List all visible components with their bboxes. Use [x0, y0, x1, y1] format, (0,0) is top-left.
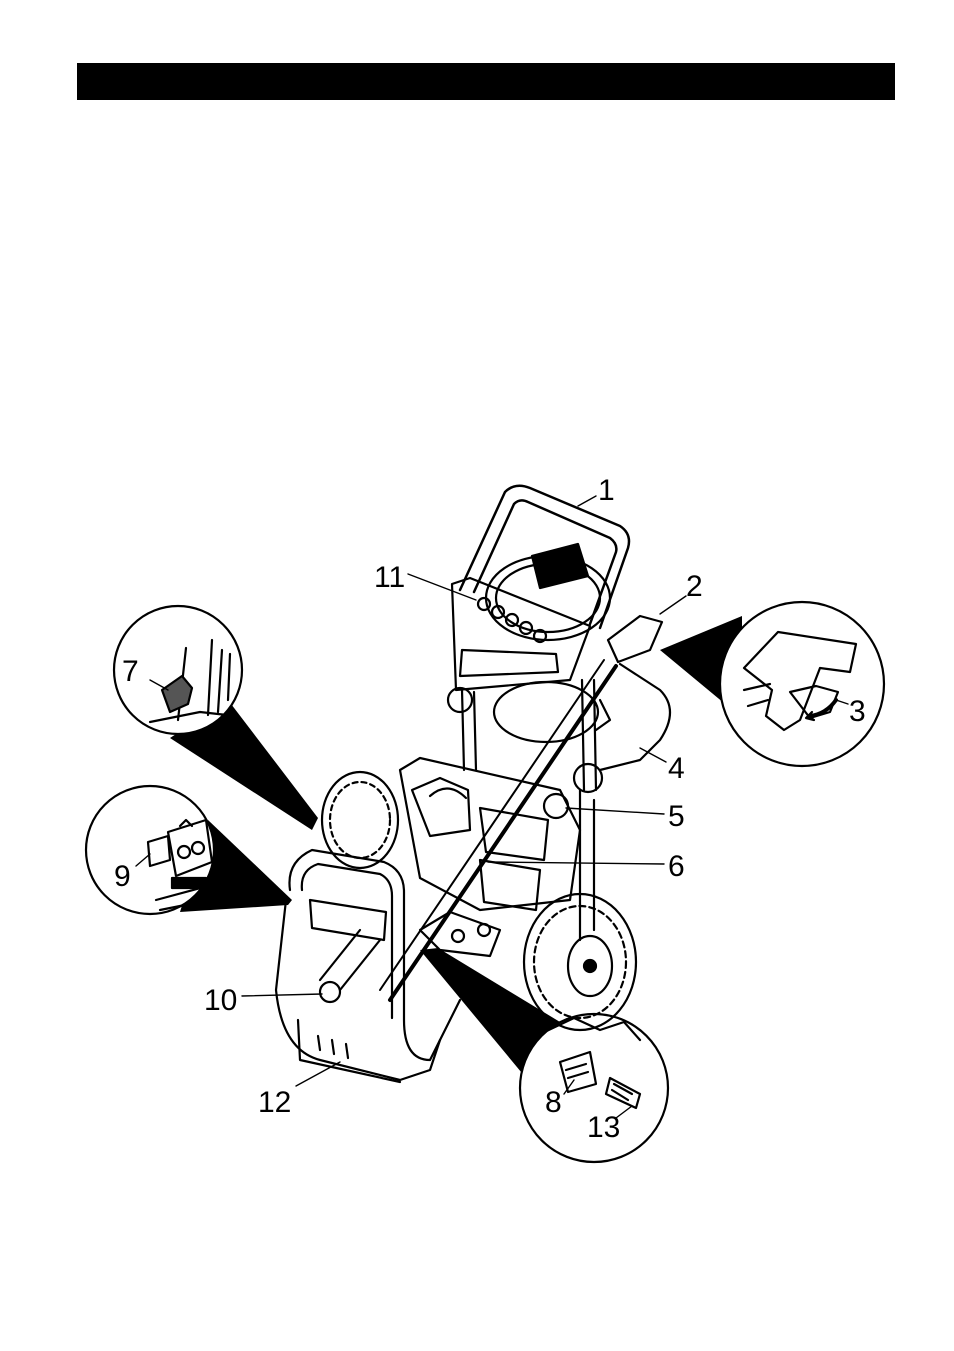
- callout-8: 8: [545, 1088, 562, 1118]
- callout-7: 7: [122, 657, 139, 687]
- callout-13: 13: [587, 1113, 620, 1143]
- callout-2: 2: [686, 572, 703, 602]
- callout-1: 1: [598, 476, 615, 506]
- callout-9: 9: [114, 862, 131, 892]
- callout-10: 10: [204, 986, 237, 1016]
- callout-5: 5: [668, 802, 685, 832]
- detail-circle-9: [86, 786, 214, 914]
- callout-3: 3: [849, 697, 866, 727]
- callout-11: 11: [374, 563, 405, 593]
- callout-4: 4: [668, 754, 685, 784]
- callout-12: 12: [258, 1088, 291, 1118]
- detail-circle-3: [720, 602, 884, 766]
- callout-6: 6: [668, 852, 685, 882]
